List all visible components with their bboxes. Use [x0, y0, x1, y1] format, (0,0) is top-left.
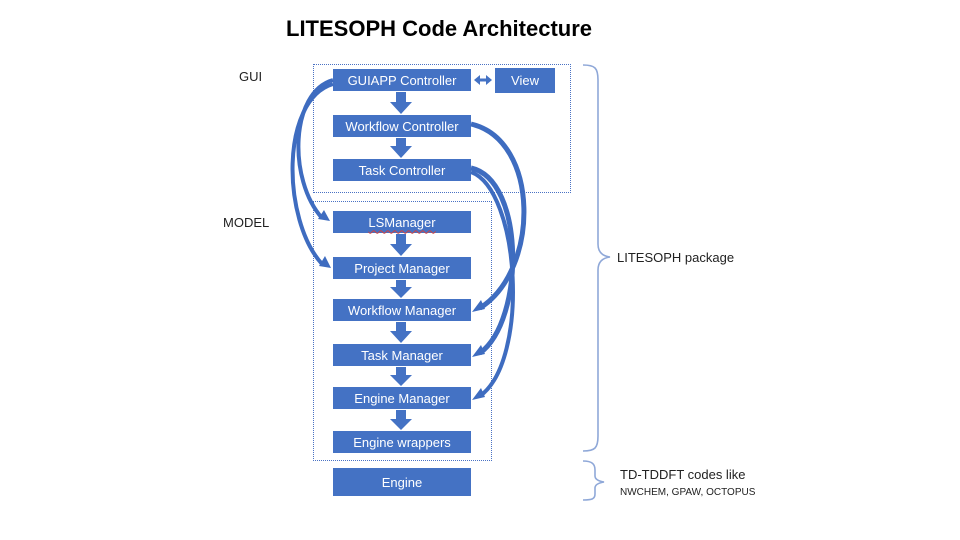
task-manager-box: Task Manager [333, 344, 471, 366]
task-controller-box: Task Controller [333, 159, 471, 181]
tddft-label-line2: NWCHEM, GPAW, OCTOPUS [620, 487, 756, 498]
engine-brace [582, 460, 605, 501]
down-arrow-workflow-task-mgr [390, 322, 412, 343]
down-arrow-ls-project [390, 234, 412, 256]
curve-workflow-ctrl-workflow-mgr [470, 121, 527, 311]
down-arrow-engine-mgr-wrappers [390, 410, 412, 430]
lsmanager-box: LSManager [333, 211, 471, 233]
view-box: View [495, 68, 555, 93]
arrowhead-project [319, 256, 331, 268]
package-brace [582, 64, 611, 452]
left-curved-arrows [290, 78, 334, 266]
arrowhead-engine-mgr [472, 388, 485, 400]
workflow-controller-box: Workflow Controller [333, 115, 471, 137]
model-label: MODEL [223, 215, 270, 230]
down-arrow-guiapp-workflow [390, 92, 412, 114]
arrowhead-lsmanager [318, 210, 330, 221]
engine-manager-box: Engine Manager [333, 387, 471, 409]
engine-wrappers-box: Engine wrappers [333, 431, 471, 453]
curve-guiapp-lsmanager [296, 78, 334, 220]
lsmanager-label: LSManager [368, 214, 436, 230]
project-manager-box: Project Manager [333, 257, 471, 279]
tddft-label-line1: TD-TDDFT codes like [620, 467, 746, 482]
curve-guiapp-project [290, 82, 334, 266]
package-label: LITESOPH package [617, 250, 735, 265]
guiapp-controller-box: GUIAPP Controller [333, 69, 471, 91]
arrowhead-task-mgr [472, 345, 485, 357]
gui-label: GUI [239, 69, 263, 84]
model-group-border [313, 201, 492, 461]
gui-group-border [313, 64, 571, 193]
engine-box: Engine [333, 468, 471, 496]
curve-task-ctrl-task-mgr [470, 165, 516, 356]
arrowhead-workflow-mgr [472, 300, 485, 312]
down-arrow-task-engine-mgr [390, 367, 412, 386]
guiapp-view-arrow [474, 75, 492, 85]
curve-task-ctrl-engine-mgr [470, 170, 515, 398]
right-curved-arrows [470, 121, 527, 398]
down-arrow-workflow-task [390, 138, 412, 158]
down-arrow-project-workflow [390, 280, 412, 298]
title-text: LITESOPH Code Architecture [286, 16, 593, 41]
vertical-arrows [390, 92, 412, 430]
workflow-manager-box: Workflow Manager [333, 299, 471, 321]
